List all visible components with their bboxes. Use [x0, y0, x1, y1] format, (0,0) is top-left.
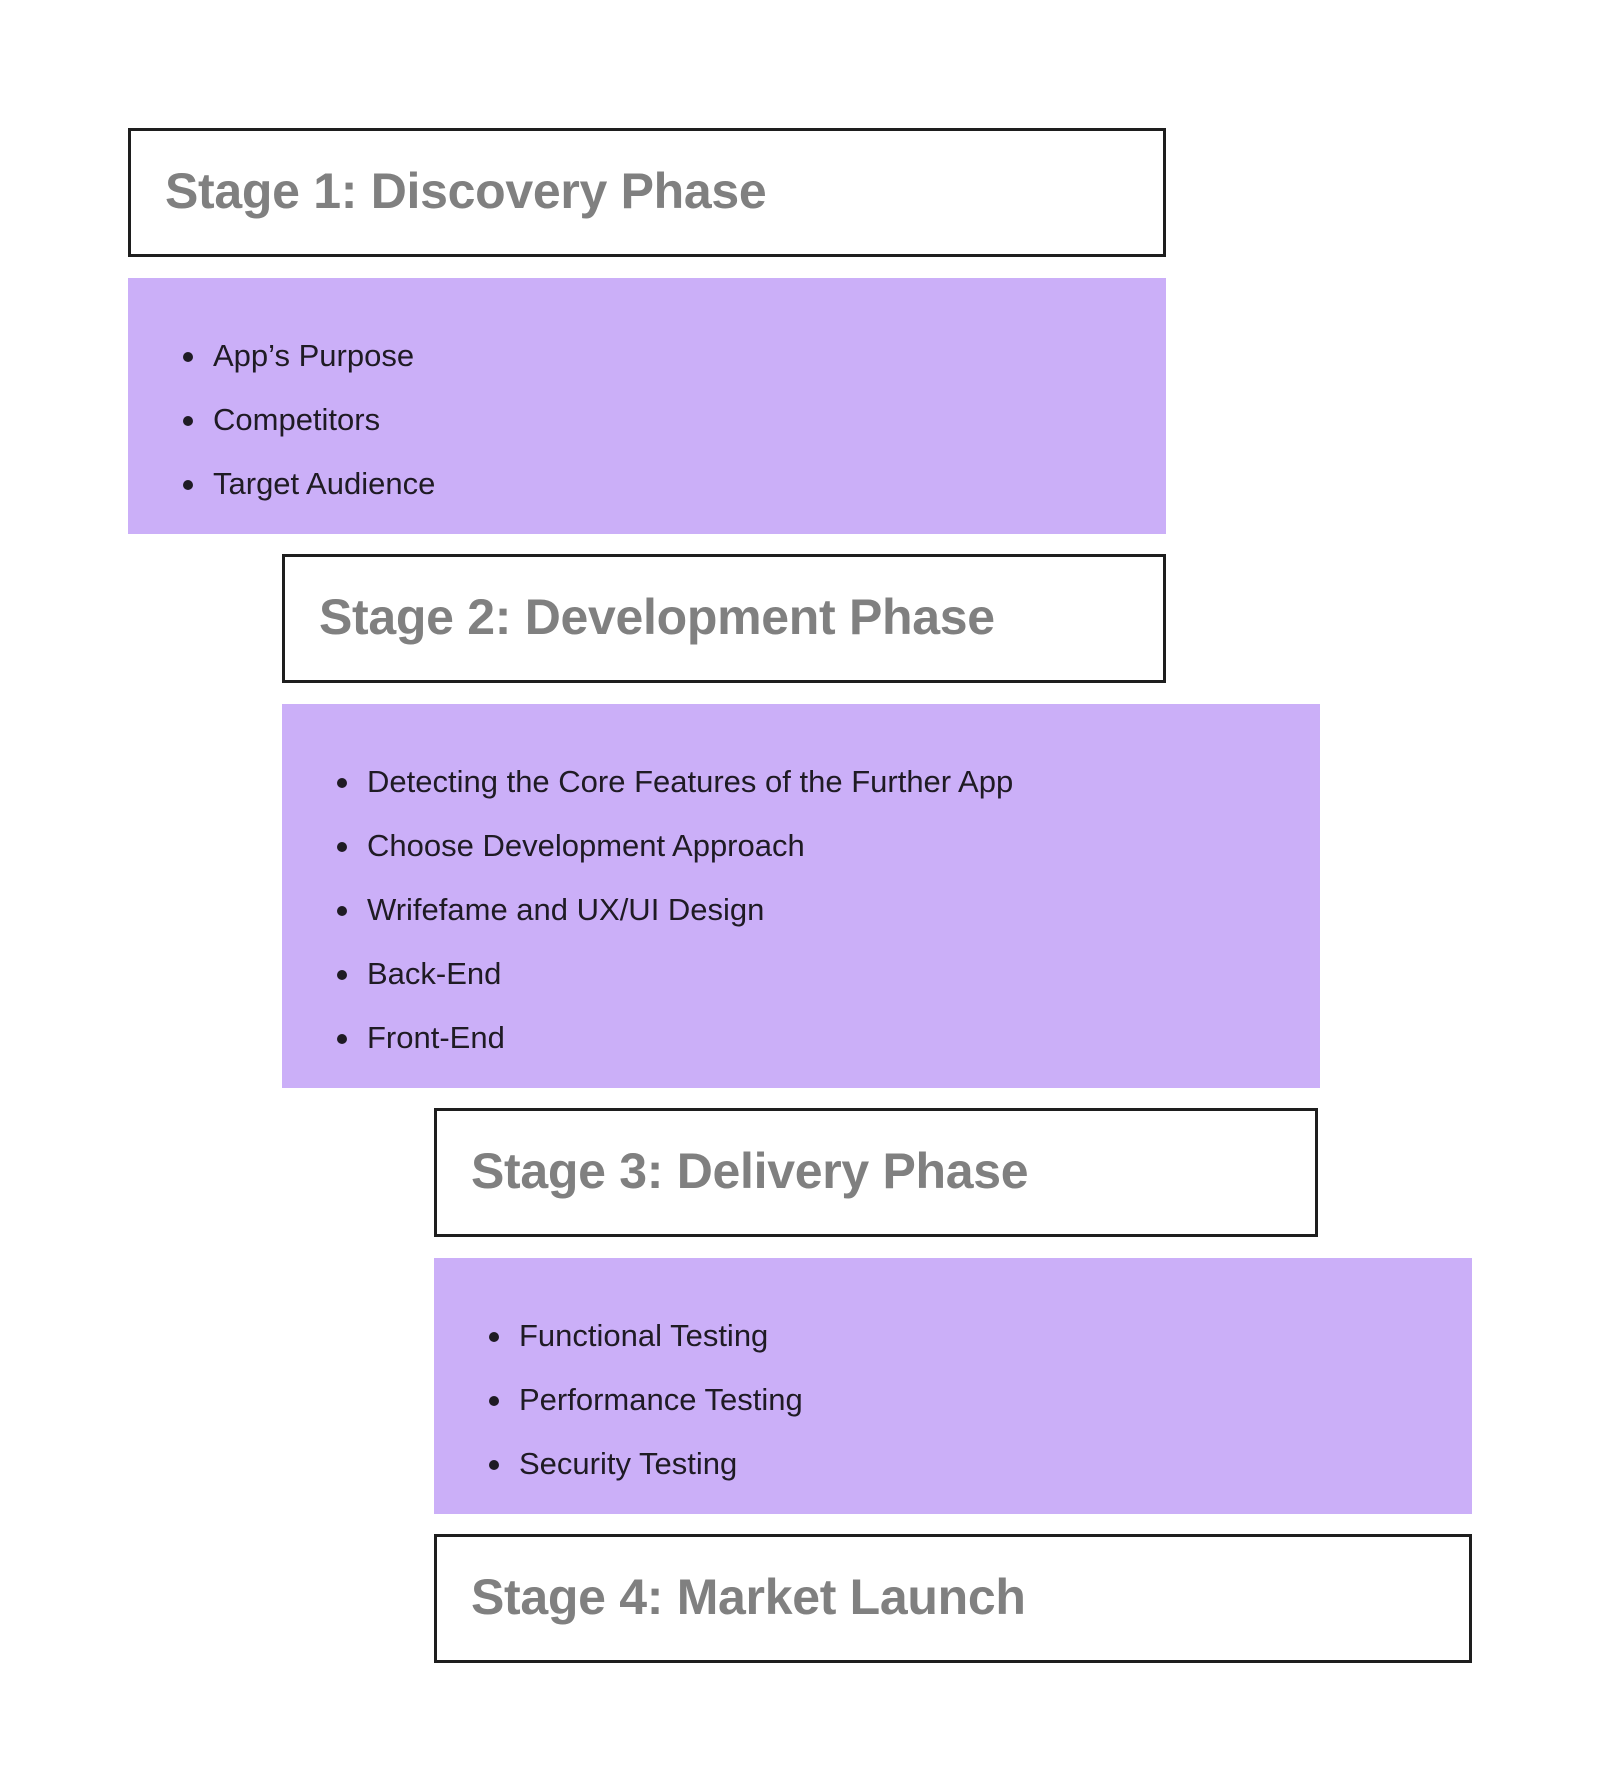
list-item: Detecting the Core Features of the Furth…: [334, 750, 1013, 814]
stage-3-title: Stage 3: Delivery Phase: [471, 1142, 1029, 1199]
bullet-icon: [337, 778, 347, 788]
list-item: Security Testing: [486, 1432, 803, 1496]
stage-3-details: Functional Testing Performance Testing S…: [434, 1258, 1472, 1514]
bullet-icon: [337, 842, 347, 852]
bullet-icon: [183, 352, 193, 362]
list-item: Competitors: [180, 388, 435, 452]
bullet-icon: [337, 906, 347, 916]
list-item: App’s Purpose: [180, 324, 435, 388]
stage-2-header: Stage 2: Development Phase: [282, 554, 1166, 683]
bullet-icon: [489, 1396, 499, 1406]
list-item: Functional Testing: [486, 1304, 803, 1368]
bullet-icon: [337, 970, 347, 980]
bullet-icon: [337, 1034, 347, 1044]
bullet-icon: [489, 1332, 499, 1342]
list-item: Front-End: [334, 1006, 1013, 1070]
list-item: Wrifefame and UX/UI Design: [334, 878, 1013, 942]
stage-1-details: App’s Purpose Competitors Target Audienc…: [128, 278, 1166, 534]
bullet-icon: [183, 416, 193, 426]
stage-1-header: Stage 1: Discovery Phase: [128, 128, 1166, 257]
list-item: Choose Development Approach: [334, 814, 1013, 878]
stage-4-title: Stage 4: Market Launch: [471, 1568, 1026, 1625]
stage-2-title: Stage 2: Development Phase: [319, 588, 995, 645]
list-item: Target Audience: [180, 452, 435, 516]
list-item: Performance Testing: [486, 1368, 803, 1432]
bullet-icon: [183, 480, 193, 490]
bullet-icon: [489, 1460, 499, 1470]
stage-3-list: Functional Testing Performance Testing S…: [486, 1304, 803, 1496]
stage-4-header: Stage 4: Market Launch: [434, 1534, 1472, 1663]
stage-3-header: Stage 3: Delivery Phase: [434, 1108, 1318, 1237]
stage-1-list: App’s Purpose Competitors Target Audienc…: [180, 324, 435, 516]
list-item: Back-End: [334, 942, 1013, 1006]
stage-2-details: Detecting the Core Features of the Furth…: [282, 704, 1320, 1088]
stage-1-title: Stage 1: Discovery Phase: [165, 162, 767, 219]
stage-2-list: Detecting the Core Features of the Furth…: [334, 750, 1013, 1070]
